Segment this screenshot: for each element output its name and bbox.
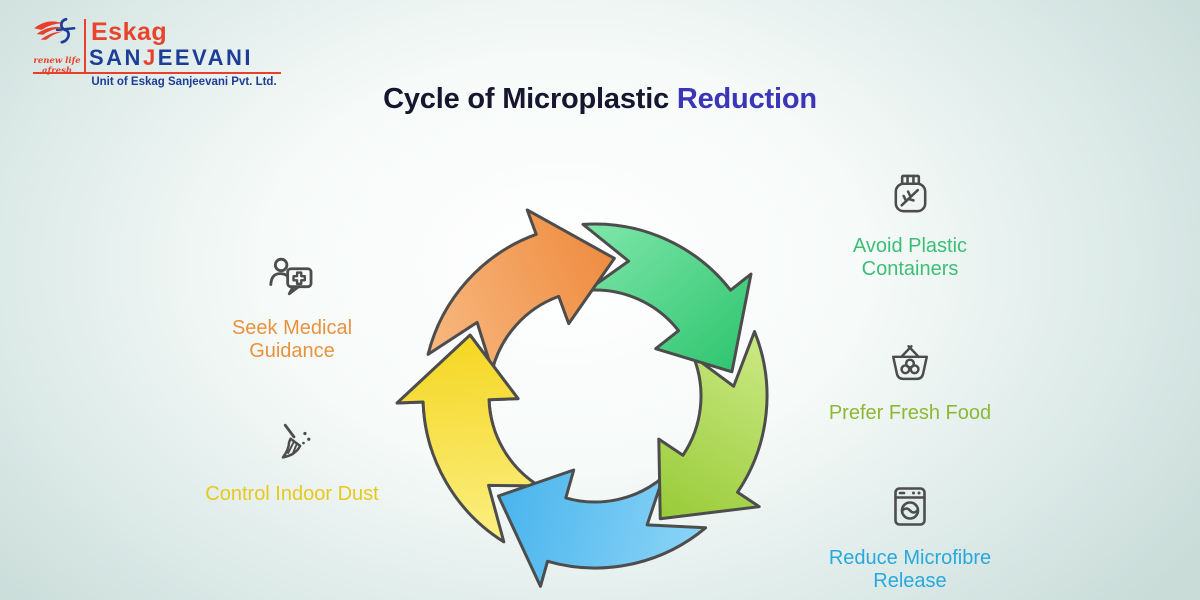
logo-tagline: renew life afresh [33,56,81,76]
logo-red-j: J [142,45,158,70]
shopping-basket-icon [891,345,929,381]
step-prefer-fresh-food: Prefer Fresh Food [800,342,1020,425]
page-title: Cycle of Microplastic Reduction [0,83,1200,116]
step-label: Avoid Plastic Containers [852,235,968,280]
step-label: Reduce Microfibre Release [828,547,992,592]
eskag-sanjeevani-logo: renew life afresh Eskag SANJEEVANI Unit … [30,10,290,94]
title-accent: Reduction [676,83,817,115]
step-label: Control Indoor Dust [205,483,379,505]
medical-chat-icon [269,257,313,296]
logo-vertical-divider [84,19,86,72]
step-control-indoor-dust: Control Indoor Dust [182,421,402,506]
logo-horizontal-rule [33,72,281,74]
logo-subtitle: Unit of Eskag Sanjeevani Pvt. Ltd. [91,76,277,88]
plastic-container-icon [894,174,926,213]
step-reduce-microfibre-release: Reduce Microfibre Release [800,483,1020,593]
title-main: Cycle of Microplastic [383,83,677,115]
cycle-arrow-green [581,222,753,374]
cycle-arrow-blue [496,468,708,588]
bird-logo-icon [34,17,76,44]
microplastic-cycle-diagram [395,208,769,588]
logo-brand-eskag: Eskag [91,18,168,46]
step-avoid-plastic-containers: Avoid Plastic Containers [800,172,1020,281]
logo-brand-sanjeevani: SANJEEVANI [89,45,253,70]
step-label: Prefer Fresh Food [828,402,992,424]
broom-icon [281,423,311,459]
step-label: Seek Medical Guidance [231,317,353,362]
cycle-arrow-light-green [657,330,769,521]
step-seek-medical-guidance: Seek Medical Guidance [182,255,402,363]
cycle-arrow-orange [426,208,616,372]
washing-machine-icon [894,487,926,526]
